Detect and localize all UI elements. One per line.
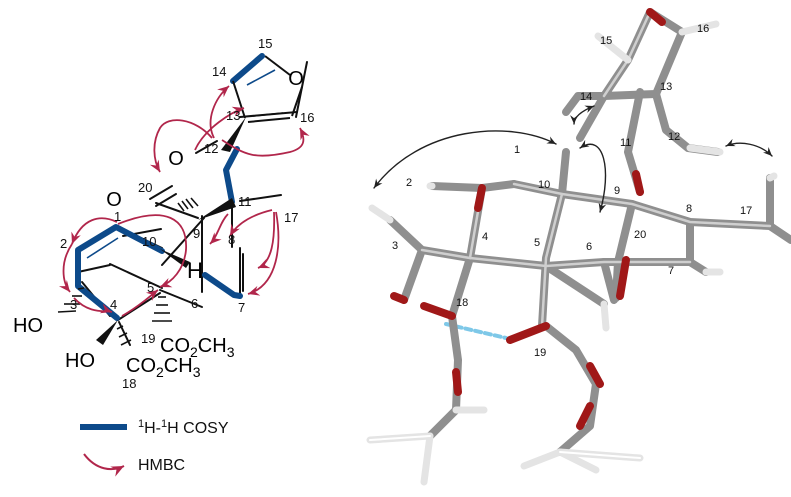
ester-18-suffix: CH (164, 355, 193, 377)
label3d-7: 7 (668, 265, 674, 277)
locant-18: 18 (122, 376, 136, 391)
locant-7: 7 (238, 300, 245, 315)
locant-20: 20 (138, 180, 152, 195)
hmbc-arrows (58, 85, 310, 317)
label3d-14: 14 (580, 91, 592, 103)
ring-a-double-bond (86, 237, 119, 259)
locant-4: 4 (110, 297, 117, 312)
legend-cosy-sup2: 1 (161, 418, 167, 430)
locant-8: 8 (228, 232, 235, 247)
structure-3d: 15 16 13 14 12 11 1 2 10 9 3 4 5 6 20 8 … (366, 8, 791, 486)
ester-18-prefix: CO (126, 355, 156, 377)
label3d-8: 8 (686, 203, 692, 215)
label3d-15: 15 (600, 35, 612, 47)
ester-19-suffix: CH (198, 335, 227, 357)
legend-cosy-mid: H- (144, 420, 161, 437)
hash-bonds (57, 197, 199, 346)
label3d-13: 13 (660, 81, 672, 93)
label3d-4: 4 (482, 231, 488, 243)
locant-14: 14 (212, 64, 226, 79)
label3d-19: 19 (534, 347, 546, 359)
atom-ho4: HO (65, 350, 95, 372)
ester-19: CO2CH3 (160, 335, 235, 360)
label3d-9: 9 (614, 185, 620, 197)
structure-2d: O O O H HO HO 15 14 13 16 12 20 11 17 1 … (13, 36, 314, 391)
locant-16: 16 (300, 110, 314, 125)
ester-18-sub2: 3 (193, 364, 201, 380)
label3d-5: 5 (534, 237, 540, 249)
legend-cosy-sup1: 1 (138, 418, 144, 430)
oxygen-bonds (390, 8, 666, 430)
carbon-bonds (386, 8, 791, 456)
atom-ho3: HO (13, 315, 43, 337)
bond-c16-c13 (247, 117, 291, 123)
locant-9: 9 (193, 226, 200, 241)
noe-arrows (373, 105, 773, 213)
locant-2: 2 (60, 236, 67, 251)
locant-12: 12 (204, 141, 218, 156)
wedge-c4-oh (96, 320, 118, 345)
ester-19-sub: 2 (190, 344, 198, 360)
locants-3d: 15 16 13 14 12 11 1 2 10 9 3 4 5 6 20 8 … (392, 23, 752, 359)
legend-hmbc-swatch (83, 453, 125, 477)
bond-c15-o (264, 55, 291, 76)
legend-cosy-end: H COSY (167, 420, 229, 437)
cosy-bonds (75, 53, 265, 321)
label3d-16: 16 (697, 23, 709, 35)
atom-o-furan: O (288, 68, 304, 90)
label3d-11: 11 (620, 137, 631, 149)
atom-h10: H (187, 258, 203, 283)
ester-19-prefix: CO (160, 335, 190, 357)
label3d-20: 20 (634, 229, 646, 241)
locants-2d: 15 14 13 16 12 20 11 17 1 2 10 9 8 5 3 4… (60, 36, 314, 391)
locant-6: 6 (191, 296, 198, 311)
locant-19: 19 (141, 331, 155, 346)
label3d-12: 12 (668, 131, 680, 143)
furan-double-bond (246, 69, 276, 86)
label3d-10: 10 (538, 179, 550, 191)
locant-10: 10 (142, 234, 156, 249)
locant-1: 1 (114, 209, 121, 224)
label3d-2: 2 (406, 177, 412, 189)
label3d-3: 3 (392, 240, 398, 252)
label3d-18: 18 (456, 297, 468, 309)
ester-18-sub: 2 (156, 364, 164, 380)
locant-13: 13 (226, 108, 240, 123)
legend: 1H-1H COSY HMBC (80, 418, 229, 477)
atom-o-carbonyl: O (106, 189, 122, 211)
label3d-17: 17 (740, 205, 752, 217)
carbon-highlights (420, 10, 772, 328)
wedge-c9-c11 (198, 198, 236, 220)
locant-17: 17 (284, 210, 298, 225)
locant-3: 3 (70, 297, 77, 312)
label3d-1: 1 (514, 144, 520, 156)
locant-5: 5 (147, 280, 154, 295)
label3d-6: 6 (586, 241, 592, 253)
hydrogen-bond-highlights (369, 435, 641, 459)
ester-19-sub2: 3 (227, 344, 235, 360)
atom-o-lactone: O (168, 148, 184, 170)
locant-11: 11 (238, 194, 252, 209)
bond-c16-c13-double (252, 112, 284, 117)
legend-hmbc-label: HMBC (138, 457, 185, 474)
bond-o-c16 (291, 86, 303, 117)
legend-cosy-label: 1H-1H COSY (138, 418, 229, 437)
locant-15: 15 (258, 36, 272, 51)
ester-18: CO2CH3 (126, 355, 201, 380)
